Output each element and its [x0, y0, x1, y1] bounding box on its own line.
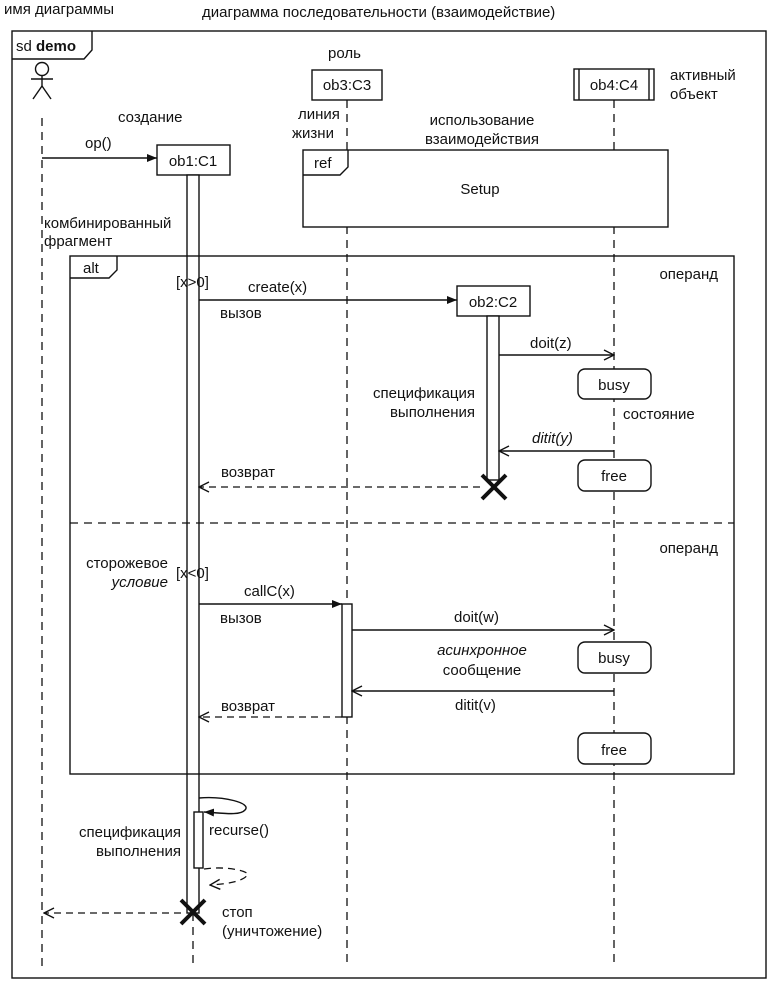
annotation-active-object-2: объект: [670, 86, 718, 103]
lifeline-head-ob4: [573, 68, 655, 101]
lifeline-head-ob1: [156, 144, 231, 176]
message-label-ditit-y: ditit(y): [532, 430, 573, 447]
frame-tab: [12, 31, 93, 60]
fragment-operator: alt: [83, 260, 100, 277]
activation-ob3: [341, 603, 353, 718]
state-busy-1: [577, 368, 652, 400]
lifeline-label-ob3: ob3:C3: [323, 77, 371, 94]
frame-title: sd demo: [16, 38, 76, 55]
annotation-async-2: сообщение: [443, 662, 521, 679]
annotation-combined-fragment-2: фрагмент: [44, 233, 112, 250]
annotation-stop-2: (уничтожение): [222, 923, 322, 940]
annotation-exec-spec-1b: выполнения: [390, 404, 475, 421]
lifeline-label-ob2: ob2:C2: [469, 294, 517, 311]
activation-recurse: [193, 811, 204, 869]
state-busy-2: [577, 641, 652, 674]
message-recurse: [198, 796, 247, 817]
actor-icon: [31, 61, 53, 100]
message-label-create: create(x): [248, 279, 307, 296]
frame-keyword: sd: [16, 38, 32, 55]
diagram-name-label: имя диаграммы: [4, 1, 114, 18]
activation-ob2: [486, 315, 500, 481]
annotation-operand-2: операнд: [659, 540, 718, 557]
guard-2: [x<0]: [176, 565, 209, 582]
message-label-op: op(): [85, 135, 112, 152]
interaction-use-keyword: ref: [314, 155, 332, 172]
state-free-2: [577, 732, 652, 765]
annotation-guard-2: условие: [111, 574, 168, 591]
combined-fragment: [69, 255, 735, 775]
message-label-ditit-v: ditit(v): [455, 697, 496, 714]
annotation-call-1: вызов: [220, 305, 262, 322]
annotation-exec-spec-2b: выполнения: [96, 843, 181, 860]
diagram-frame: [11, 30, 767, 979]
state-label-busy-2: busy: [598, 650, 630, 667]
annotation-combined-fragment-1: комбинированный: [44, 215, 171, 232]
annotation-stop-1: стоп: [222, 904, 253, 921]
guard-1: [x>0]: [176, 274, 209, 291]
lifeline-label-ob1: ob1:C1: [169, 153, 217, 170]
state-label-busy-1: busy: [598, 377, 630, 394]
annotation-exec-spec-2a: спецификация: [79, 824, 181, 841]
annotation-lifeline-2: жизни: [292, 125, 334, 142]
annotation-return-1: возврат: [221, 464, 275, 481]
state-label-free-2: free: [601, 742, 627, 759]
annotation-operand-1: операнд: [659, 266, 718, 283]
lifeline-head-ob3: [311, 69, 383, 101]
annotation-interaction-use-1: использование: [430, 112, 535, 129]
annotation-guard-1: сторожевое: [86, 555, 168, 572]
annotation-return-2: возврат: [221, 698, 275, 715]
state-free-1: [577, 459, 652, 492]
message-label-recurse: recurse(): [209, 822, 269, 839]
return-recurse: [203, 867, 249, 885]
annotation-interaction-use-2: взаимодействия: [425, 131, 539, 148]
annotation-creation: создание: [118, 109, 183, 126]
annotation-role: роль: [328, 45, 361, 62]
interaction-use-name: Setup: [460, 181, 499, 198]
annotation-lifeline-1: линия: [298, 106, 340, 123]
message-label-callC: callC(x): [244, 583, 295, 600]
destruction-ob1: [179, 898, 207, 926]
annotation-call-2: вызов: [220, 610, 262, 627]
message-label-doit-z: doit(z): [530, 335, 572, 352]
destruction-ob2: [480, 473, 508, 501]
frame-name: demo: [36, 38, 76, 55]
lifeline-label-ob4: ob4:C4: [590, 77, 638, 94]
lifeline-head-ob2: [456, 285, 531, 317]
annotation-async-1: асинхронное: [437, 642, 527, 659]
message-label-doit-w: doit(w): [454, 609, 499, 626]
interaction-use-frame: [302, 149, 669, 228]
diagram-type-label: диаграмма последовательности (взаимодейс…: [202, 4, 555, 21]
state-label-free-1: free: [601, 468, 627, 485]
annotation-exec-spec-1a: спецификация: [373, 385, 475, 402]
annotation-active-object-1: активный: [670, 67, 736, 84]
annotation-state: состояние: [623, 406, 695, 423]
